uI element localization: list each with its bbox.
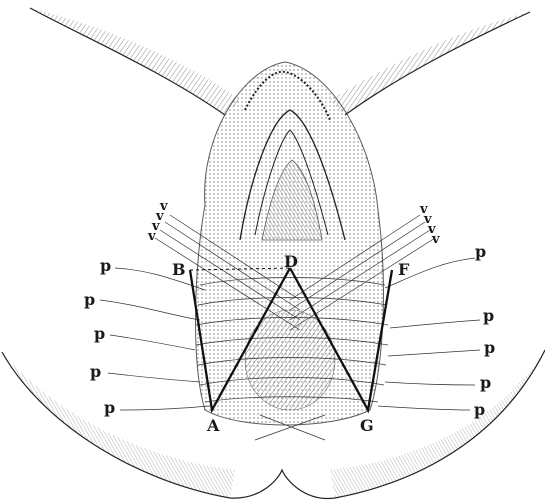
point-label-d: D [284,254,298,270]
p-label-left-1: p [100,258,111,274]
point-label-b: B [172,262,186,278]
p-label-left-2: p [84,292,95,308]
p-label-right-1: p [475,244,486,260]
v-label-right-4: v [432,233,440,246]
p-label-left-3: p [94,326,105,342]
p-label-right-3: p [484,340,495,356]
p-label-left-4: p [90,364,101,380]
v-label-left-4: v [148,230,156,243]
p-label-right-2: p [483,308,494,324]
p-label-left-5: p [104,400,115,416]
point-label-a: A [207,418,219,434]
point-label-f: F [398,262,409,278]
point-label-g: G [360,418,374,434]
p-label-right-5: p [474,402,485,418]
p-label-right-4: p [480,375,491,391]
